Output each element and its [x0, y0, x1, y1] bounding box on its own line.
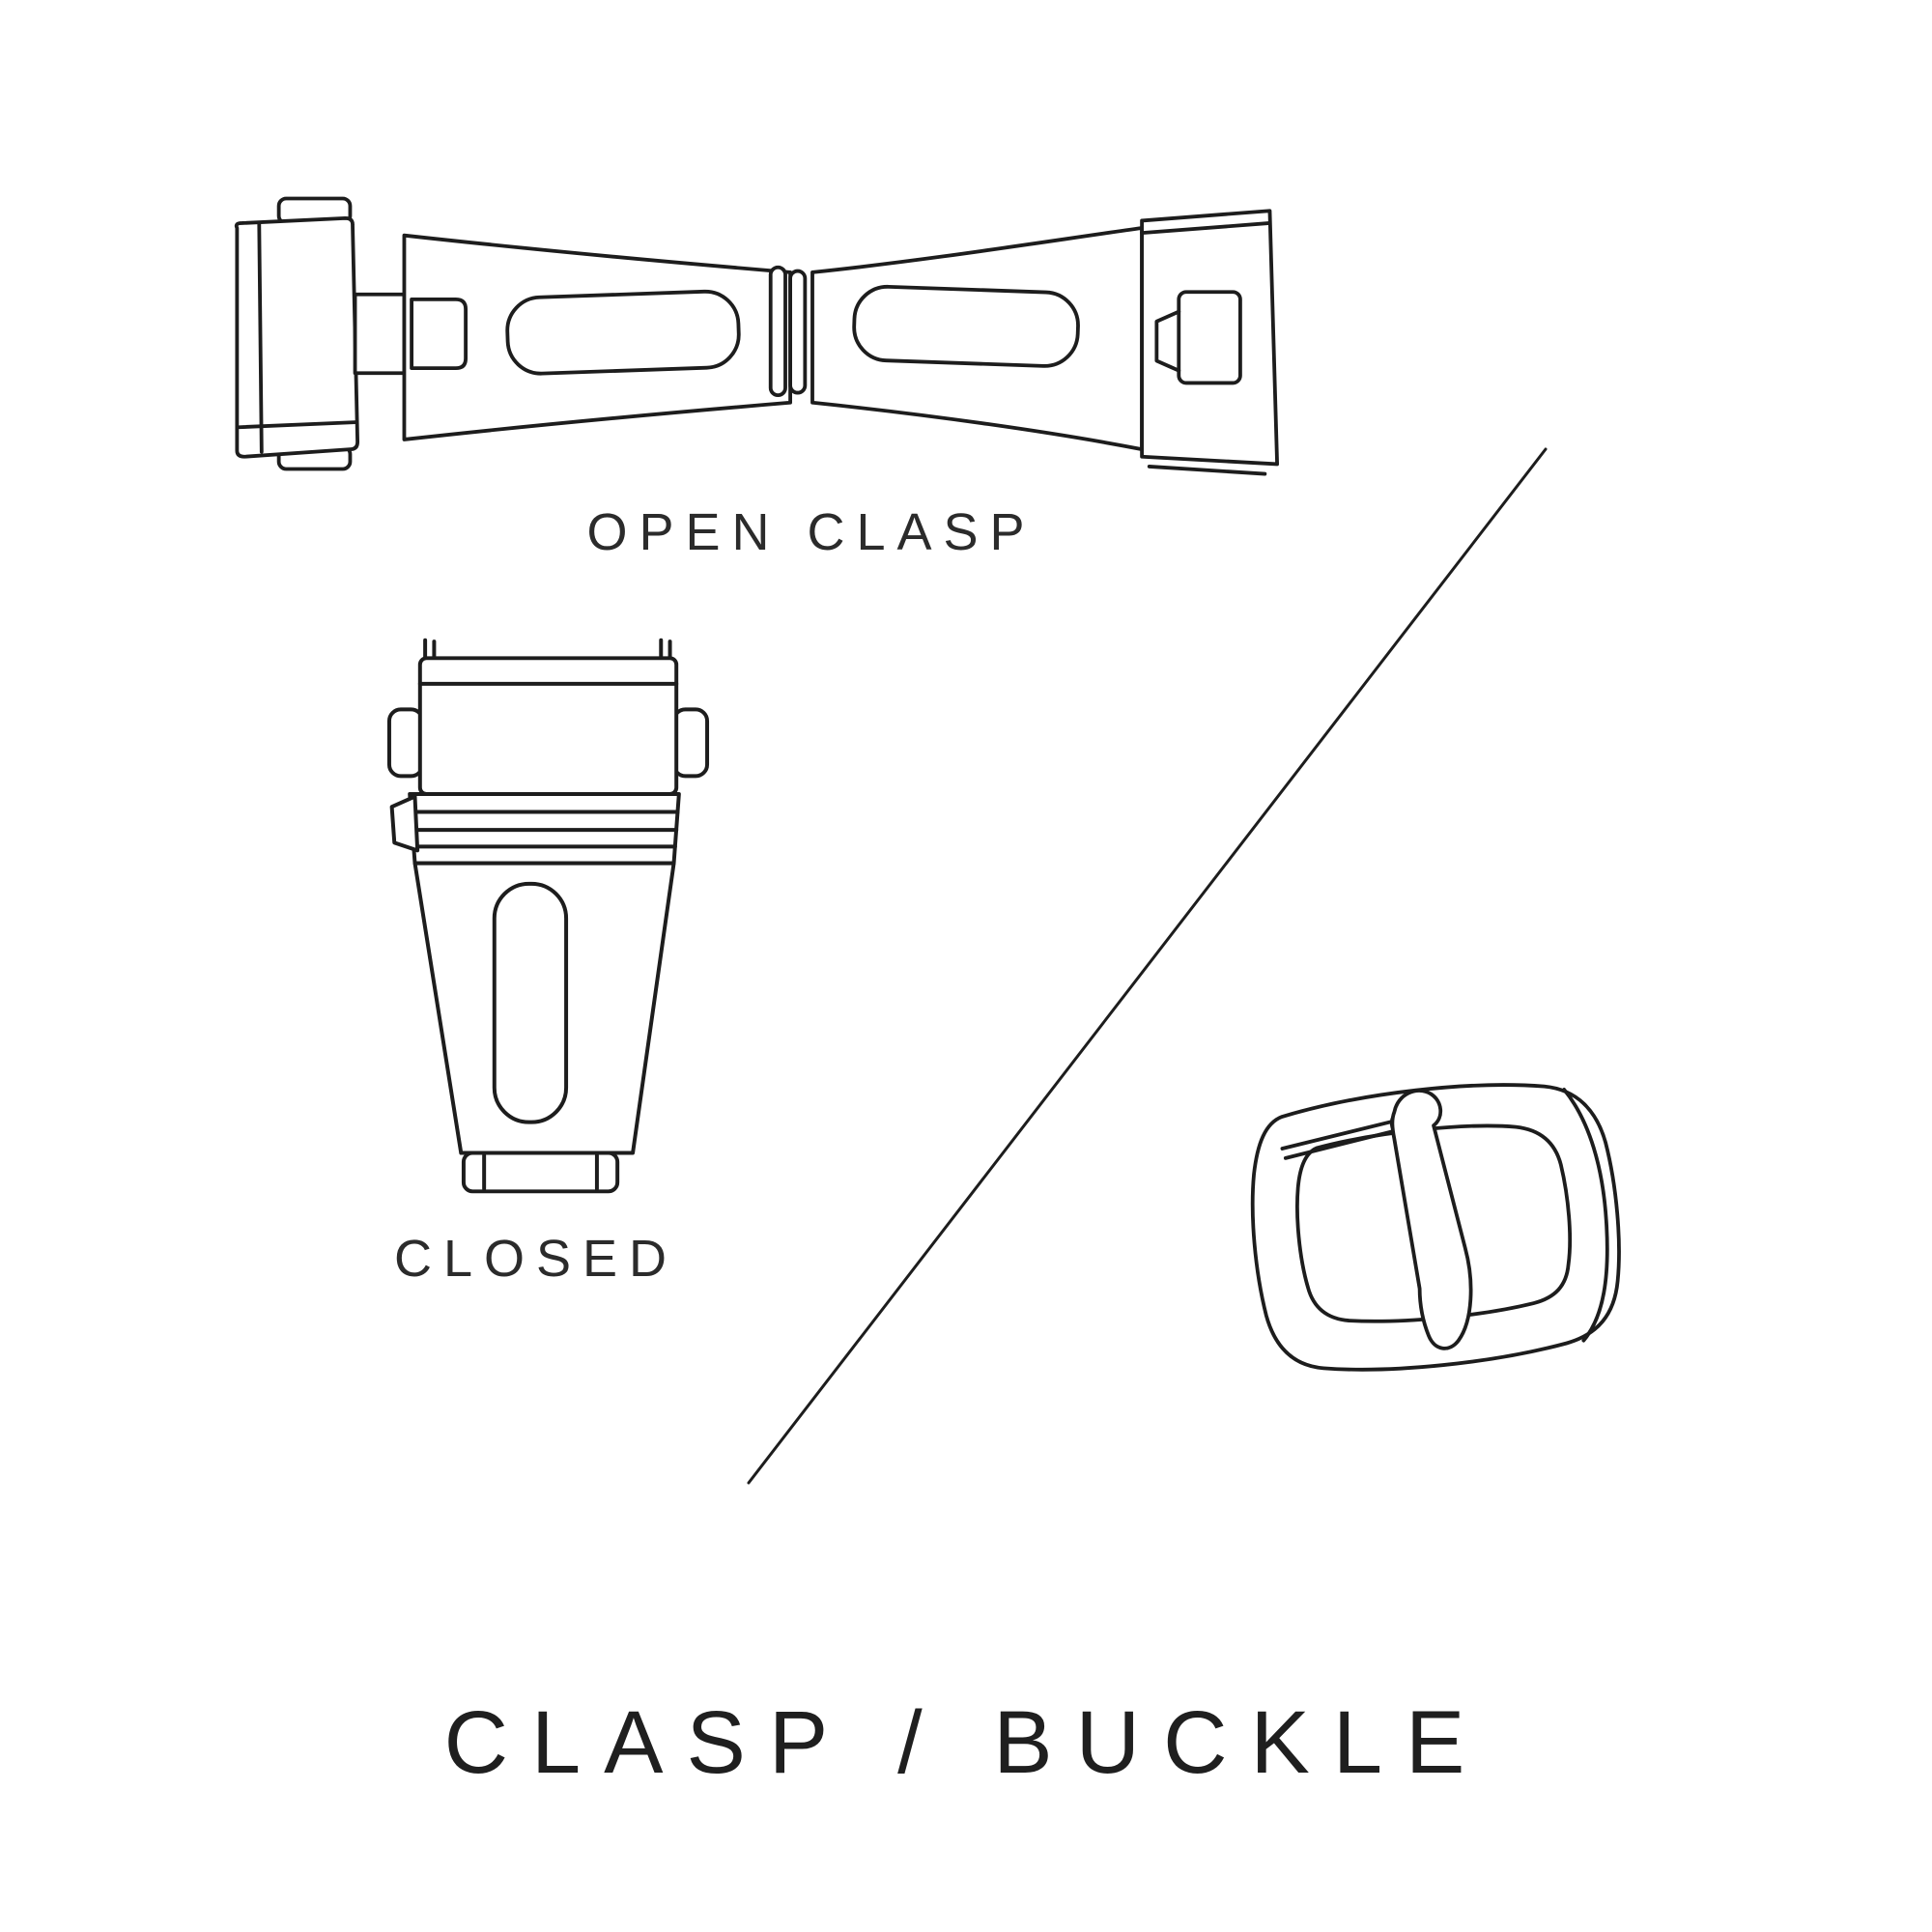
open-clasp-label: OPEN CLASP — [586, 503, 1037, 561]
closed-clasp-right-ear — [671, 707, 710, 779]
tang-buckle-illustration — [1250, 1083, 1621, 1372]
closed-clasp-foot — [461, 1151, 620, 1194]
open-clasp-left-arm — [402, 233, 792, 441]
open-clasp-illustration — [234, 196, 1279, 476]
open-clasp-center-hinge — [768, 265, 787, 398]
open-clasp-latch — [1177, 290, 1242, 385]
closed-clasp-body — [412, 861, 676, 1155]
closed-clasp-left-ear — [386, 707, 425, 779]
diagram-title: CLASP / BUCKLE — [443, 1693, 1489, 1792]
diagonal-divider-line — [747, 447, 1548, 1485]
open-clasp-right-arm — [810, 226, 1144, 452]
buckle-tang — [1390, 1089, 1473, 1350]
open-clasp-hinge-link — [353, 292, 407, 376]
closed-clasp-illustration — [386, 638, 710, 1194]
open-clasp-end-link — [234, 215, 360, 459]
closed-clasp-top-box — [417, 656, 679, 796]
closed-clasp-label: CLOSED — [393, 1230, 679, 1288]
